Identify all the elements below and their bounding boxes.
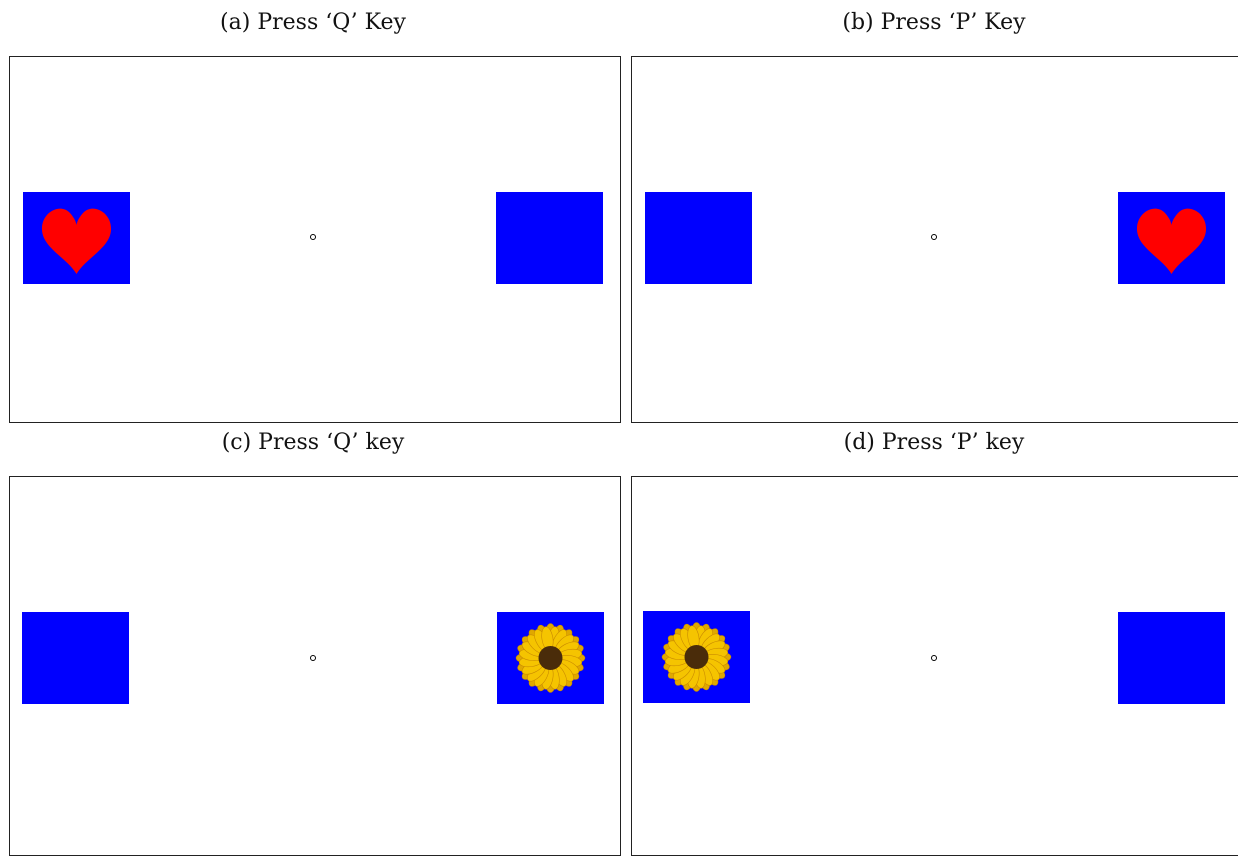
left-square — [645, 192, 752, 284]
right-square — [497, 612, 604, 704]
fixation-dot — [310, 234, 316, 240]
panel-a — [9, 56, 621, 423]
caption-a: (a) Press ‘Q’ Key — [220, 10, 406, 35]
fixation-dot — [310, 655, 316, 661]
panel-d — [631, 476, 1238, 856]
right-square — [1118, 192, 1225, 284]
panel-c — [9, 476, 621, 856]
caption-c: (c) Press ‘Q’ key — [221, 430, 405, 455]
left-square — [643, 611, 750, 703]
heart-icon — [1136, 208, 1207, 274]
heart-icon — [41, 208, 112, 274]
sunflower-icon — [661, 622, 732, 692]
left-square — [22, 612, 129, 704]
right-square — [496, 192, 603, 284]
caption-d: (d) Press ‘P’ key — [843, 430, 1025, 455]
fixation-dot — [931, 234, 937, 240]
right-square — [1118, 612, 1225, 704]
fixation-dot — [931, 655, 937, 661]
panel-b — [631, 56, 1238, 423]
left-square — [23, 192, 130, 284]
caption-b: (b) Press ‘P’ Key — [842, 10, 1026, 35]
sunflower-icon — [515, 623, 586, 693]
